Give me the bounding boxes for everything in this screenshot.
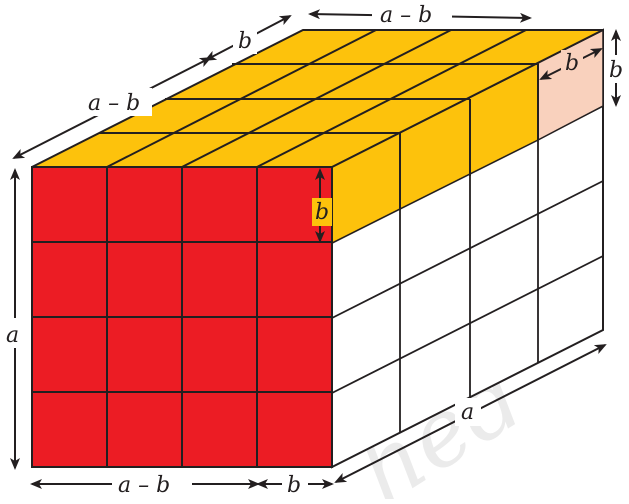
label-front-height: a — [6, 323, 19, 348]
label-left-top-edge: a – b — [88, 91, 140, 116]
label-right-height: b — [609, 58, 623, 83]
label-bottom-corner: b — [287, 473, 301, 498]
label-bottom-depth: a — [461, 400, 474, 425]
label-inner-height: b — [315, 200, 329, 225]
label-bottom-front: a – b — [118, 473, 170, 498]
label-right-depth: b — [565, 51, 579, 76]
front-face-grid — [32, 167, 332, 467]
label-top-edge: a – b — [380, 3, 432, 28]
label-top-depth: b — [238, 29, 252, 54]
